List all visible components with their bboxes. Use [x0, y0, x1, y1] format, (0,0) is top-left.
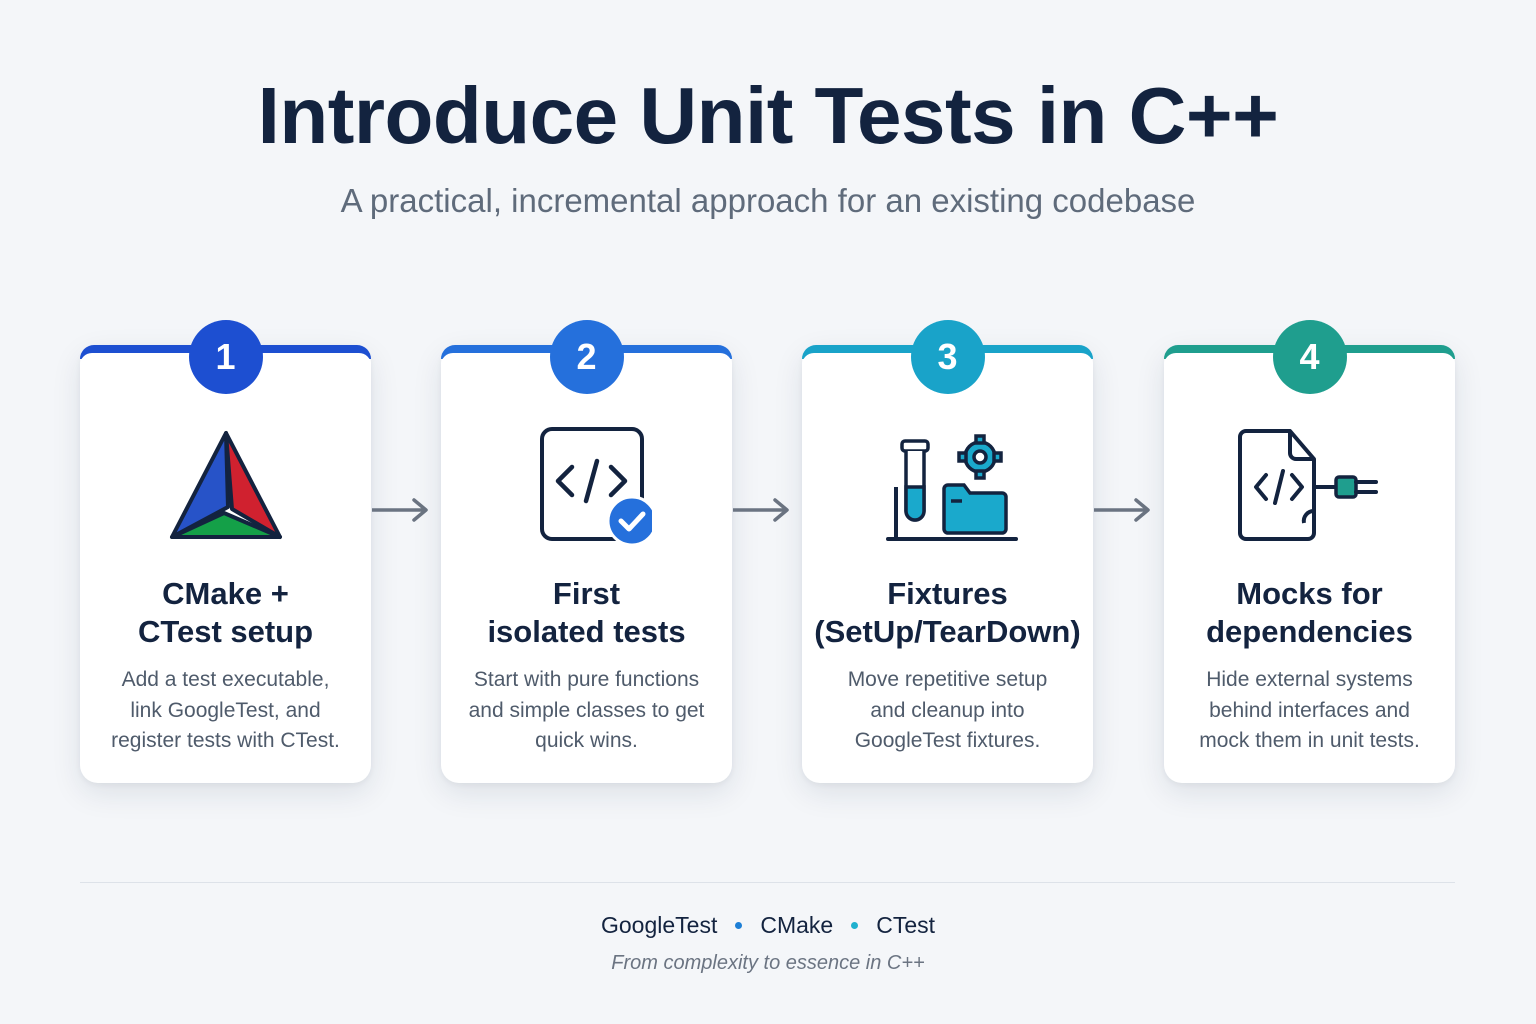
step-description: Add a test executable, link GoogleTest, … [111, 668, 340, 752]
step-card-2: 2 First isolated tests Start with pure f… [441, 320, 732, 783]
step-title: Mocks for dependencies [1206, 576, 1413, 649]
cmake-triangle-icon [169, 431, 282, 539]
footer-tagline: From complexity to essence in C++ [611, 952, 925, 974]
step-number-badge: 1 [188, 320, 263, 394]
step-description: Hide external systems behind interfaces … [1199, 668, 1420, 752]
step-number-badge: 3 [910, 320, 985, 394]
arrow-right-icon [372, 498, 428, 522]
step-card-4: 4 Mocks for dependencies Hide external s… [1164, 320, 1455, 783]
page-title: Introduce Unit Tests in C++ [257, 71, 1279, 160]
code-file-check-icon [539, 427, 652, 545]
tag-cmake: CMake [760, 912, 834, 938]
step-title: Fixtures (SetUp/TearDown) [814, 576, 1081, 649]
code-file-plug-icon [1237, 429, 1378, 541]
test-tube-gear-folder-icon [885, 434, 1018, 541]
step-title: First isolated tests [487, 576, 686, 649]
step-card-1: 1 CMake + CTest setup Add a test executa… [80, 320, 371, 783]
footer-tags: GoogleTest CMake CTest [0, 912, 1536, 939]
separator-dot-icon [735, 922, 743, 929]
step-title: CMake + CTest setup [137, 576, 314, 649]
step-description: Move repetitive setup and cleanup into G… [847, 668, 1048, 752]
step-number-badge: 4 [1272, 320, 1347, 394]
step-description: Start with pure functions and simple cla… [468, 668, 705, 752]
step-number-badge: 2 [549, 320, 624, 394]
arrow-right-icon [733, 498, 789, 522]
separator-dot-icon [851, 922, 859, 929]
footer-divider [80, 882, 1455, 883]
page-subtitle: A practical, incremental approach for an… [340, 182, 1196, 219]
arrow-right-icon [1094, 498, 1150, 522]
tag-ctest: CTest [876, 912, 935, 938]
step-card-3: 3 Fixtures (SetUp/TearDown) [802, 320, 1093, 783]
tag-googletest: GoogleTest [600, 912, 718, 938]
